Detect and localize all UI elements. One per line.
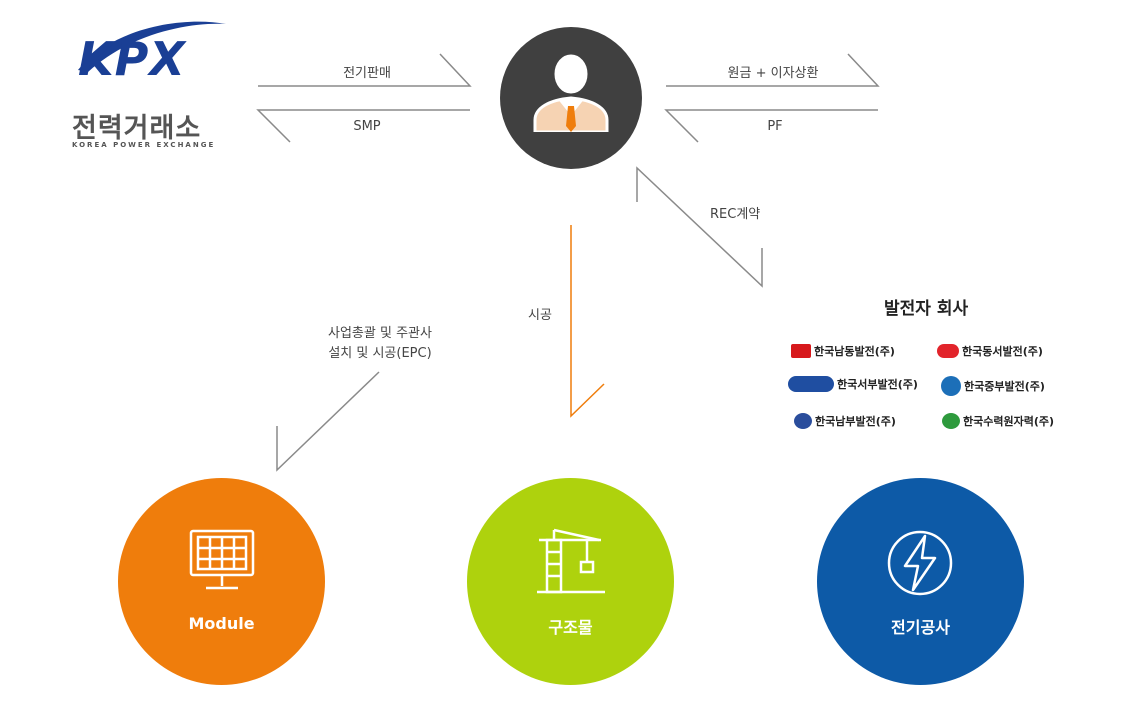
company-name: 한국남부발전(주) (815, 415, 896, 428)
namdong-logo-icon (791, 344, 811, 358)
company-name: 한국동서발전(주) (962, 345, 1043, 358)
sale-arrow (258, 53, 472, 87)
kpx-name-kr: 전력거래소 (72, 113, 202, 144)
businessman-icon (533, 53, 609, 132)
loan-label: 원금 + 이자상환 (727, 66, 819, 81)
investor-node (500, 27, 642, 169)
epc-label-line2: 설치 및 시공(EPC) (328, 346, 432, 361)
company-seobu: 한국서부발전(주) (788, 376, 918, 392)
dongseo-logo-icon (937, 344, 959, 358)
company-nambu: 한국남부발전(주) (794, 413, 896, 429)
khnp-logo-icon (942, 413, 960, 429)
nambu-logo-icon (794, 413, 812, 429)
pf-label: PF (767, 119, 783, 134)
epc-label-line1: 사업총괄 및 주관사 (328, 326, 432, 341)
electric-label: 전기공사 (891, 618, 950, 637)
smp-label: SMP (353, 119, 381, 134)
sale-label: 전기판매 (343, 66, 391, 81)
seobu-logo-icon (788, 376, 834, 392)
module-node: Module (118, 478, 325, 685)
company-jungbu: 한국중부발전(주) (941, 376, 1045, 396)
kpx-name-en: KOREA POWER EXCHANGE (72, 141, 216, 149)
kpx-brand: KPX (78, 32, 186, 86)
construction-label: 시공 (528, 308, 552, 323)
company-namdong: 한국남동발전(주) (791, 343, 895, 359)
company-dongseo: 한국동서발전(주) (937, 343, 1043, 359)
module-label: Module (188, 614, 255, 633)
company-name: 한국수력원자력(주) (963, 415, 1055, 428)
company-khnp: 한국수력원자력(주) (942, 413, 1054, 429)
structure-node: 구조물 (467, 478, 674, 685)
kpx-logo: KPX 전력거래소 KOREA POWER EXCHANGE (72, 18, 232, 153)
smp-arrow (256, 109, 470, 143)
solar-panel-icon (189, 529, 255, 590)
loan-arrow (666, 53, 880, 87)
lightning-icon (887, 530, 953, 596)
construction-arrow (570, 225, 605, 418)
jungbu-logo-icon (941, 376, 961, 396)
electric-node: 전기공사 (817, 478, 1024, 685)
crane-icon (537, 528, 605, 594)
structure-label: 구조물 (548, 618, 593, 637)
company-name: 한국남동발전(주) (814, 345, 895, 358)
epc-arrow (276, 371, 380, 472)
kpx-swoosh-icon (78, 21, 226, 72)
rec-label: REC계약 (710, 207, 761, 222)
generators-title: 발전자 회사 (884, 299, 969, 319)
company-name: 한국중부발전(주) (964, 380, 1045, 393)
rec-arrow (636, 166, 763, 288)
pf-arrow (664, 109, 878, 143)
company-name: 한국서부발전(주) (837, 378, 918, 391)
